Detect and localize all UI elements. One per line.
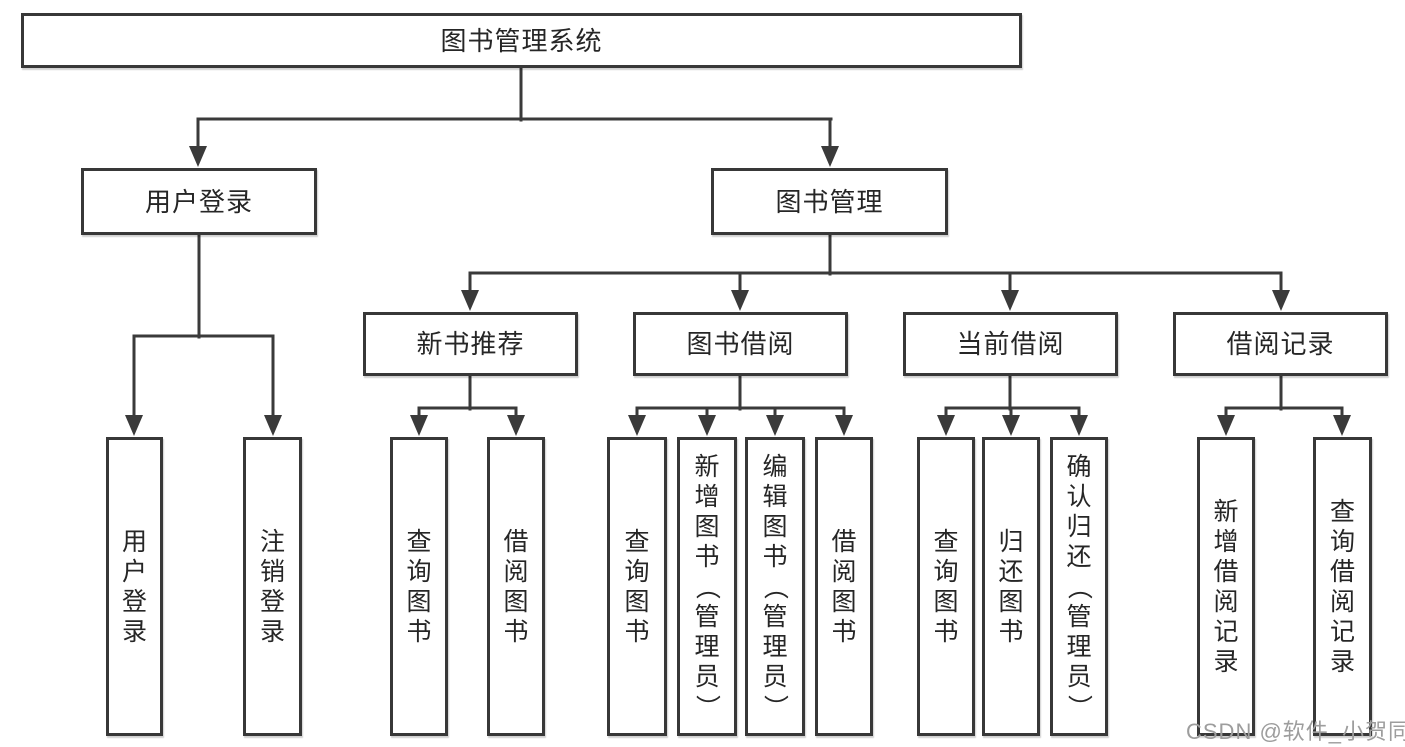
leaf-borrow-books-recommend: 借阅图书: [487, 437, 545, 736]
leaf-query-books-current-label: 查询图书: [933, 527, 959, 646]
watermark: CSDN @软件_小贺同学: [1186, 719, 1405, 744]
leaf-add-book-admin-label: 新增图书（管理员）: [693, 452, 721, 720]
node-library-management-system-label: 图书管理系统: [440, 25, 603, 56]
leaf-query-books-recommend-label: 查询图书: [406, 527, 432, 646]
leaf-borrow-books-label: 借阅图书: [831, 527, 857, 646]
leaf-edit-book-admin: 编辑图书（管理员）: [745, 437, 805, 736]
leaf-logout: 注销登录: [243, 437, 302, 736]
leaf-logout-label: 注销登录: [259, 527, 285, 646]
leaf-confirm-return-admin-label: 确认归还（管理员）: [1065, 452, 1093, 720]
node-user-login: 用户登录: [81, 168, 317, 235]
arrowhead-down-icons: [125, 146, 1351, 436]
node-user-login-label: 用户登录: [144, 186, 253, 217]
leaf-edit-book-admin-label: 编辑图书（管理员）: [761, 452, 789, 720]
leaf-query-books-borrowing-label: 查询图书: [624, 527, 650, 646]
node-new-book-recommendation: 新书推荐: [363, 312, 578, 376]
leaf-confirm-return-admin: 确认归还（管理员）: [1050, 437, 1108, 736]
leaf-query-borrow-record-label: 查询借阅记录: [1329, 497, 1355, 676]
tree-edges: [132, 64, 1344, 423]
leaf-query-books-recommend: 查询图书: [390, 437, 448, 736]
node-library-management-system: 图书管理系统: [21, 13, 1022, 68]
leaf-query-books-current: 查询图书: [917, 437, 975, 736]
node-current-borrowing: 当前借阅: [903, 312, 1118, 376]
leaf-query-borrow-record: 查询借阅记录: [1313, 437, 1372, 736]
node-borrowing-records-label: 借阅记录: [1226, 329, 1335, 359]
leaf-user-login: 用户登录: [106, 437, 163, 736]
node-book-management: 图书管理: [711, 168, 948, 235]
node-new-book-recommendation-label: 新书推荐: [416, 329, 525, 359]
leaf-user-login-label: 用户登录: [121, 527, 147, 646]
leaf-return-book-label: 归还图书: [998, 527, 1024, 646]
node-current-borrowing-label: 当前借阅: [956, 329, 1065, 359]
node-book-management-label: 图书管理: [775, 186, 884, 217]
leaf-add-book-admin: 新增图书（管理员）: [677, 437, 737, 736]
leaf-return-book: 归还图书: [982, 437, 1040, 736]
leaf-add-borrow-record: 新增借阅记录: [1197, 437, 1255, 736]
node-borrowing-records: 借阅记录: [1173, 312, 1388, 376]
node-book-borrowing: 图书借阅: [633, 312, 848, 376]
leaf-query-books-borrowing: 查询图书: [607, 437, 667, 736]
node-book-borrowing-label: 图书借阅: [686, 329, 795, 359]
leaf-add-borrow-record-label: 新增借阅记录: [1213, 497, 1239, 676]
leaf-borrow-books-recommend-label: 借阅图书: [503, 527, 529, 646]
leaf-borrow-books: 借阅图书: [815, 437, 873, 736]
